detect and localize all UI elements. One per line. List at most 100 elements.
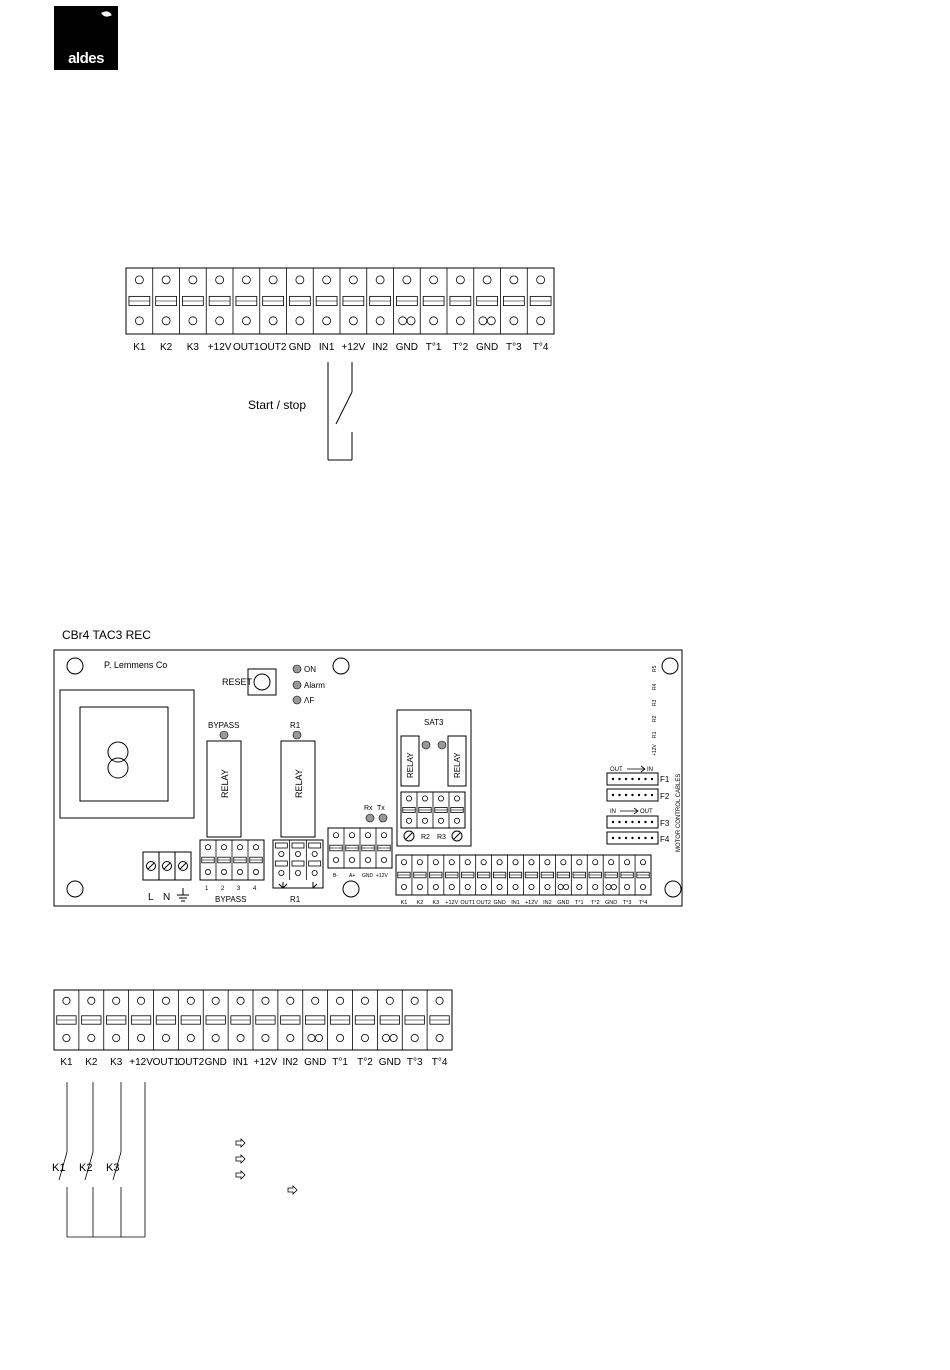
bypass-relay-label: RELAY [220,769,230,798]
bypass-terminal-label: BYPASS [215,895,246,904]
terminal-cell [232,268,258,334]
r1-label: R1 [290,721,301,730]
terminal-cell [252,990,276,1050]
terminal-label-out2: OUT2 [260,342,287,353]
terminal-label-gnd: GND [605,900,617,906]
terminal-label-t3: T°3 [623,900,632,906]
earth-icon [177,888,189,902]
terminal-label-k1: K1 [60,1057,73,1068]
terminal-label-out1: OUT1 [460,900,475,906]
out-label-2: OUT [640,809,653,815]
terminal-cell [56,996,77,1043]
terminal-cell [153,990,177,1050]
terminal-label-in1: IN1 [319,342,335,353]
mounting-hole [661,657,679,675]
terminal-cell [302,990,326,1050]
terminal-label-in2: IN2 [283,1057,299,1068]
sat3-module: SAT3 RELAY RELAY R2 R3 [396,709,472,847]
terminal-label-12v: +12V [445,900,458,906]
terminal-label-gnd: GND [205,1057,227,1068]
terminal-cell [128,990,152,1050]
terminal-label-12v: +12V [129,1057,153,1068]
led-af-label: ΛF [304,696,314,705]
terminal-label-gnd: GND [396,342,418,353]
terminal-cell [329,832,343,864]
terminal-label-k2: K2 [160,342,173,353]
in-label-2: IN [610,809,616,815]
terminal-label-12v: +12V [342,342,366,353]
terminal-label-12v: +12V [254,1057,278,1068]
connector-f2 [606,788,659,802]
motor-connectors: OUT IN F1 F2 IN OUT F3 F4 MOTOR CONTROL … [606,765,682,852]
connector-pin [644,777,647,781]
mounting-hole [66,880,84,898]
terminal-cell [419,268,445,334]
k1-switch-label: K1 [52,1162,65,1174]
rx-led [365,813,375,823]
sat3-relay-right-label: RELAY [453,752,462,778]
logo-text: aldes [68,50,104,67]
connector-pin [631,777,634,781]
right-label-r4: R4 [652,683,658,690]
terminal-cell [401,990,425,1050]
f1-label: F1 [660,775,670,784]
terminal-label-t4: T°4 [639,900,648,906]
connector-pin [624,777,628,781]
arrow-icons [235,1138,298,1195]
power-l-label: L [148,892,154,903]
right-label-12v: +12V [652,744,658,756]
terminal-cell [312,268,338,334]
terminal-label-in2: IN2 [543,900,552,906]
terminal-label-t2: T°2 [357,1057,373,1068]
tx-led [378,813,388,823]
terminal-label-t3: T°3 [506,342,522,353]
terminal-cell [128,275,151,326]
reset-button[interactable] [247,668,277,696]
r1-terminal: R1 [272,839,324,904]
mounting-hole [342,880,360,898]
power-terminal: L N [142,851,192,903]
terminal-cell [277,990,301,1050]
r2-label: R2 [421,834,430,841]
terminal-cell [554,855,570,895]
right-label-r3: R3 [652,699,658,706]
control-board: P. Lemmens Co RESET ON Alarm ΛF [53,649,683,907]
terminal-cell [205,268,231,334]
terminal-cell [227,990,251,1050]
led-on [292,664,302,674]
terminal-cell [397,859,411,891]
connector-pin [618,777,621,781]
terminal-label-t4: T°4 [533,342,549,353]
connector-pin [624,820,628,824]
connector-pin [611,793,615,797]
terminal-label-out1: OUT1 [233,342,260,353]
connector-pin [624,836,628,840]
connector-pin [618,820,621,824]
rx-label: Rx [364,805,373,812]
terminal-label-in2: IN2 [372,342,388,353]
terminal-label-k3: K3 [110,1057,123,1068]
sat3-led [437,740,447,750]
terminal-cell [327,990,351,1050]
led-on-label: ON [304,665,316,674]
terminal-cell [411,855,427,895]
sat3-led [421,740,431,750]
terminal-cell [78,990,102,1050]
terminal-cell [393,268,418,334]
bus-label-12v: +12V [376,873,388,879]
connector-pin [618,793,621,797]
terminal-cell [507,855,523,895]
r1-relay-label: RELAY [294,769,304,798]
terminal-label-t3: T°3 [407,1057,423,1068]
start-stop-label: Start / stop [248,398,306,412]
connector-pin [631,820,634,824]
connector-f1 [606,772,659,786]
bypass-pin-1: 1 [205,886,209,892]
bypass-relay [206,740,242,838]
f4-label: F4 [660,835,670,844]
led-af [292,695,302,705]
led-alarm [292,680,302,690]
r3-label: R3 [437,834,446,841]
terminal-cell [179,268,204,334]
r1-led [292,730,302,740]
